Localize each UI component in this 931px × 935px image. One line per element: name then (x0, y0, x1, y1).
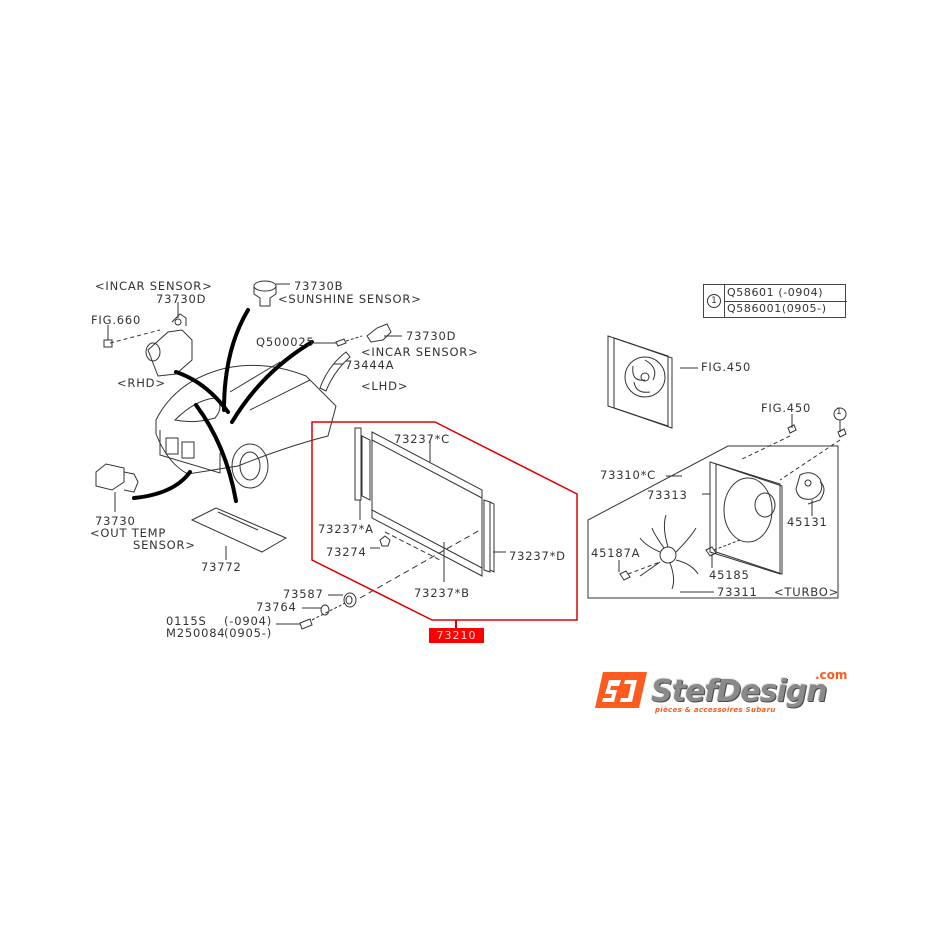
label-part-73237B[interactable]: 73237*B (414, 586, 470, 600)
label-sunshine-sensor: <SUNSHINE SENSOR> (278, 292, 422, 306)
incar-sensor-lhd-drawing (314, 323, 402, 392)
label-part-M250084[interactable]: M250084 (166, 626, 226, 640)
label-part-73587[interactable]: 73587 (283, 587, 324, 601)
label-out-temp-title-1: <OUT TEMP (90, 526, 167, 540)
label-part-73311[interactable]: 73311 (717, 585, 758, 599)
fan-assembly-top-drawing (607, 335, 698, 429)
label-fig450-small[interactable]: FIG.450 (761, 401, 812, 415)
logo-domain-text: .com (815, 668, 848, 682)
label-part-73310C[interactable]: 73310*C (600, 468, 656, 482)
label-circle-ref: 1 (836, 407, 843, 417)
label-fig660[interactable]: FIG.660 (91, 313, 142, 327)
label-part-73274[interactable]: 73274 (326, 545, 367, 559)
label-part-73237C[interactable]: 73237*C (394, 432, 450, 446)
label-fig450-top[interactable]: FIG.450 (701, 360, 752, 374)
out-temp-sensor-drawing (95, 463, 139, 512)
vehicle-outline-drawing (155, 361, 337, 489)
label-turbo: <TURBO> (774, 585, 840, 599)
label-part-73730B[interactable]: 73730B (294, 279, 344, 293)
stefdesign-logo[interactable]: StefDesign .com pièces & accessoires Sub… (595, 668, 860, 718)
note-ref-cell: 1 (704, 285, 725, 317)
label-incar-sensor-rhd-title: <INCAR SENSOR> (95, 279, 213, 293)
label-rhd: <RHD> (117, 376, 166, 390)
note-row-2[interactable]: Q586001(0905-) (727, 302, 827, 315)
highlight-outline (311, 421, 578, 621)
label-bolt-1-range: (-0904) (224, 614, 272, 628)
label-part-73730[interactable]: 73730 (95, 514, 136, 528)
incar-sensor-rhd-drawing (103, 302, 193, 377)
bushing-drawing (276, 592, 357, 630)
logo-brand-text: StefDesign (651, 674, 828, 709)
fan-blade-drawing (618, 514, 714, 593)
label-part-73237A[interactable]: 73237*A (318, 522, 374, 536)
label-out-temp-title-2: SENSOR> (133, 538, 196, 552)
label-part-73313[interactable]: 73313 (647, 488, 688, 502)
note-row-1[interactable]: Q58601 (-0904) (725, 285, 847, 302)
logo-tagline: pièces & accessoires Subaru (655, 706, 776, 714)
turbo-group-box (587, 445, 839, 599)
pad-drawing (190, 507, 288, 553)
note-table: 1 Q58601 (-0904) Q586001(0905-) (703, 284, 847, 318)
label-part-73730D-lhd[interactable]: 73730D (406, 329, 457, 343)
label-part-Q500025[interactable]: Q500025 (256, 335, 315, 349)
label-part-73730D-rhd[interactable]: 73730D (156, 292, 207, 306)
condenser-drawing (354, 427, 506, 599)
label-lhd: <LHD> (361, 379, 409, 393)
highlighted-part-73210[interactable]: 73210 (429, 628, 484, 643)
label-part-73764[interactable]: 73764 (256, 600, 297, 614)
sunshine-sensor-drawing (253, 280, 290, 307)
label-part-73772[interactable]: 73772 (201, 560, 242, 574)
label-part-73237D[interactable]: 73237*D (509, 549, 566, 563)
label-part-45187A[interactable]: 45187A (591, 546, 641, 560)
label-part-0115S[interactable]: 0115S (166, 614, 207, 628)
sd-logo-mark-icon (595, 672, 647, 708)
label-incar-sensor-lhd-title: <INCAR SENSOR> (361, 345, 479, 359)
pad-slot (217, 511, 259, 531)
label-bolt-2-range: (0905-) (224, 626, 272, 640)
harness-pointers (132, 308, 314, 503)
circle-ref-icon: 1 (707, 294, 721, 308)
label-part-45131[interactable]: 45131 (787, 515, 828, 529)
label-part-73444A[interactable]: 73444A (345, 358, 395, 372)
label-part-45185[interactable]: 45185 (709, 568, 750, 582)
fan-assembly-turbo-drawing (666, 407, 847, 575)
